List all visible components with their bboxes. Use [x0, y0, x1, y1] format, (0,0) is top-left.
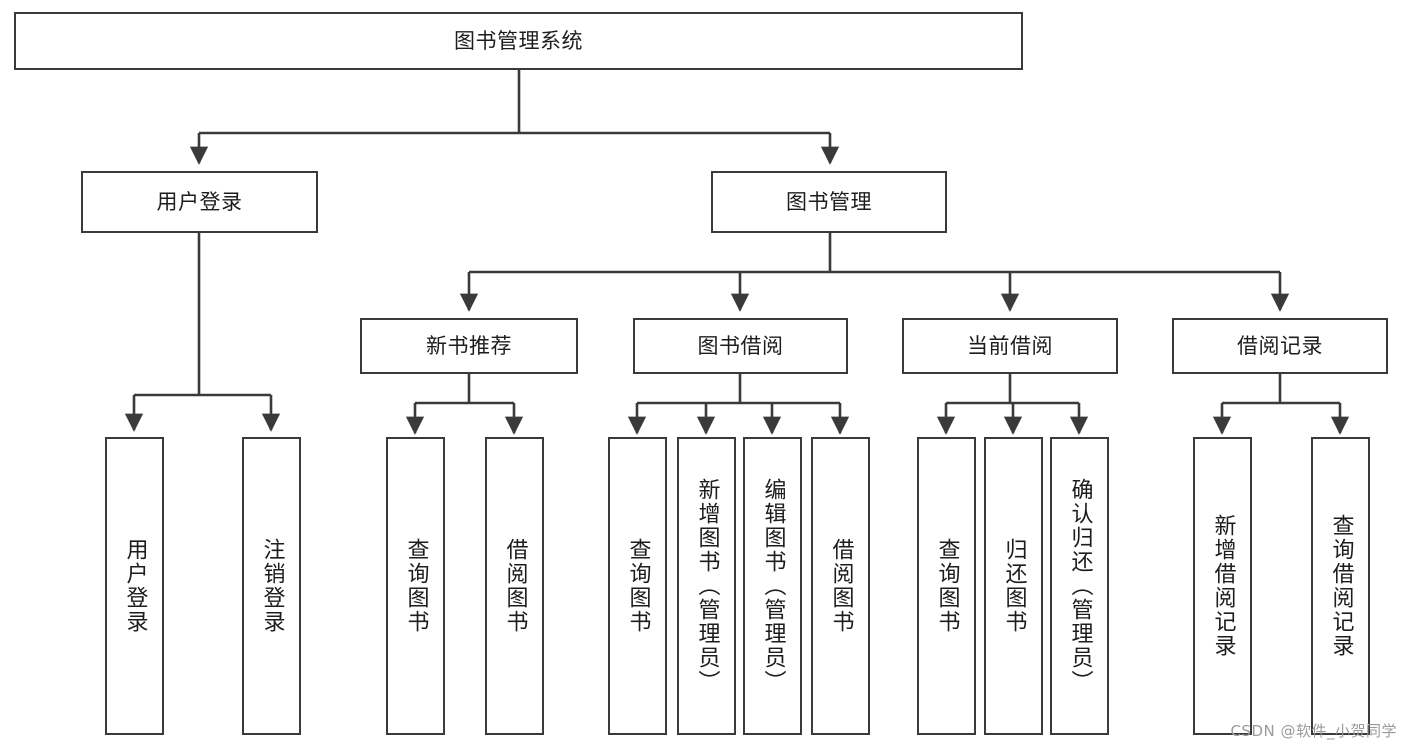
leaf-query-borrow-record[interactable]: 查询借阅记录 [1311, 437, 1370, 735]
leaf-confirm-return-admin[interactable]: 确认归还（管理员） [1050, 437, 1109, 735]
node-book-borrow[interactable]: 图书借阅 [633, 318, 848, 374]
leaf-return-book[interactable]: 归还图书 [984, 437, 1043, 735]
node-label: 归还图书 [1001, 538, 1027, 634]
leaf-borrow-book-recommend[interactable]: 借阅图书 [485, 437, 544, 735]
node-label: 用户登录 [122, 538, 148, 634]
node-book-management[interactable]: 图书管理 [711, 171, 947, 233]
node-label: 图书管理 [786, 189, 872, 214]
node-label: 查询借阅记录 [1328, 514, 1354, 658]
leaf-add-borrow-record[interactable]: 新增借阅记录 [1193, 437, 1252, 735]
node-borrow-record[interactable]: 借阅记录 [1172, 318, 1388, 374]
node-label: 新书推荐 [426, 333, 512, 358]
node-label: 查询图书 [625, 538, 651, 634]
node-current-borrow[interactable]: 当前借阅 [902, 318, 1118, 374]
node-label: 确认归还（管理员） [1067, 478, 1093, 694]
node-new-book-recommend[interactable]: 新书推荐 [360, 318, 578, 374]
leaf-add-book-admin[interactable]: 新增图书（管理员） [677, 437, 736, 735]
node-label: 编辑图书（管理员） [760, 478, 786, 694]
leaf-edit-book-admin[interactable]: 编辑图书（管理员） [743, 437, 802, 735]
node-label: 注销登录 [259, 538, 285, 634]
leaf-borrow-book[interactable]: 借阅图书 [811, 437, 870, 735]
leaf-query-book-recommend[interactable]: 查询图书 [386, 437, 445, 735]
leaf-user-login[interactable]: 用户登录 [105, 437, 164, 735]
node-label: 借阅图书 [828, 538, 854, 634]
node-label: 新增图书（管理员） [694, 478, 720, 694]
node-label: 查询图书 [403, 538, 429, 634]
node-label: 当前借阅 [967, 333, 1053, 358]
node-root-book-management-system[interactable]: 图书管理系统 [14, 12, 1023, 70]
node-label: 借阅记录 [1237, 333, 1323, 358]
node-label: 借阅图书 [502, 538, 528, 634]
node-user-login[interactable]: 用户登录 [81, 171, 318, 233]
leaf-query-book-current[interactable]: 查询图书 [917, 437, 976, 735]
node-label: 图书管理系统 [454, 28, 583, 53]
leaf-logout[interactable]: 注销登录 [242, 437, 301, 735]
node-label: 新增借阅记录 [1210, 514, 1236, 658]
node-label: 图书借阅 [697, 333, 784, 358]
node-label: 用户登录 [156, 189, 243, 214]
leaf-query-book-borrow[interactable]: 查询图书 [608, 437, 667, 735]
node-label: 查询图书 [934, 538, 960, 634]
watermark-text: CSDN @软件_小贺同学 [1230, 722, 1397, 740]
